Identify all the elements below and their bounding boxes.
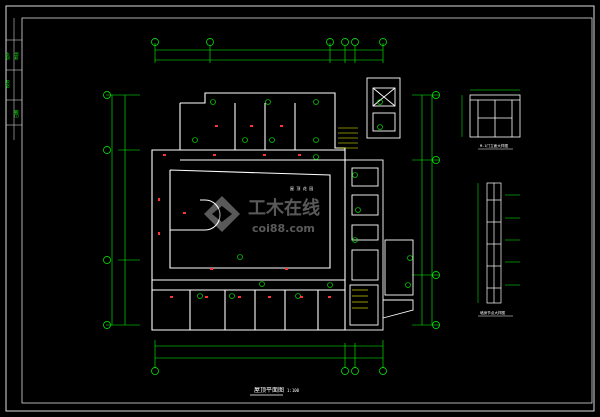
- title-strip-cell-2: 校对: [4, 80, 10, 88]
- watermark-logo-icon: [204, 196, 240, 232]
- wall-section-dims: [477, 183, 520, 303]
- stair-core: [344, 159, 384, 331]
- left-title-strip: 设计 校对 审核 日期: [4, 18, 22, 140]
- red-annotation-marks: [158, 125, 331, 298]
- door-elevation-dims: [461, 89, 520, 137]
- watermark: 工木在线 coi88.com: [204, 196, 320, 235]
- drawing-scale: 1:100: [287, 388, 300, 393]
- top-axis-bubbles: [151, 38, 387, 46]
- stair-hatch: [338, 127, 368, 309]
- watermark-en: coi88.com: [252, 222, 315, 235]
- bottom-axis-bubbles: [151, 367, 387, 375]
- left-axis-bubbles: [103, 91, 111, 329]
- wall-section-detail: [486, 182, 502, 304]
- door-elevation-detail: [469, 94, 521, 138]
- watermark-cn: 工木在线: [248, 197, 320, 219]
- left-dimension-lines: [106, 94, 140, 326]
- sheet-inner-frame: [21, 17, 593, 404]
- annotation-symbols: [192, 99, 413, 299]
- wall-section-caption: 墙身节点大样图: [480, 310, 506, 315]
- title-strip-cell-1: 设计: [4, 52, 10, 60]
- right-lower-annex: [382, 239, 414, 319]
- top-right-annex: [366, 77, 401, 139]
- roof-garden-label: 屋 顶 花 园: [290, 185, 313, 191]
- right-axis-bubbles: [432, 91, 440, 329]
- bottom-dimension-lines: [154, 340, 384, 368]
- top-dimension-lines: [154, 43, 384, 63]
- drawing-title: 屋顶平面图: [254, 387, 284, 394]
- title-strip-cell-4: 日期: [13, 110, 19, 118]
- door-elevation-caption: M-1门立面大样图: [480, 143, 508, 148]
- sheet-outer-frame: [5, 5, 595, 412]
- title-strip-cell-3: 审核: [13, 52, 19, 60]
- right-dimension-lines: [412, 94, 440, 326]
